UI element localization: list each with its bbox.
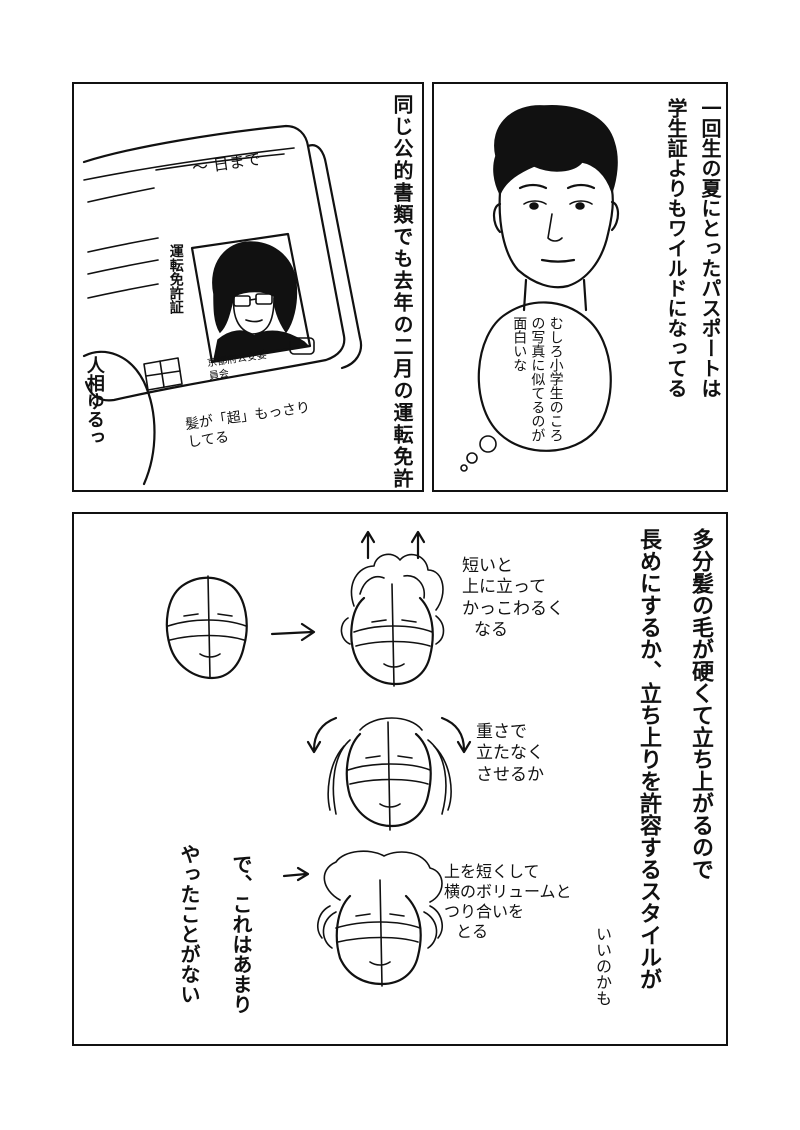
label-cut-line-1: 上を短くして: [444, 862, 540, 881]
panel-passport: 一回生の夏にとったパスポートは 学生証よりもワイルドになってる むしろ小学生のこ…: [432, 82, 728, 492]
main-text-line-3: いいのかも: [593, 926, 612, 1006]
label-short-line-1: 短いと: [462, 556, 513, 576]
panel-hairstyle: 多分髪の毛が硬くて立ち上がるので 長めにするか、立ち上りを許容するスタイルが い…: [72, 512, 728, 1046]
passport-caption-1: 一回生の夏にとったパスポートは: [698, 98, 722, 398]
license-card-drawing: [82, 124, 363, 486]
label-heavy-line-3: させるか: [476, 764, 544, 785]
footer-line-2: やったことがない: [177, 844, 201, 1004]
label-cut-line-4: とる: [456, 922, 489, 941]
label-heavy-hair: 重さで 立たなく させるか: [476, 722, 544, 786]
head-balanced-drawing: [282, 850, 443, 987]
thought-text: むしろ小学生のころの写真に似てるのが面白いな: [511, 316, 564, 442]
hairstyle-diagrams: [165, 530, 472, 987]
footer-line-1: で、これはあまり: [229, 854, 253, 1014]
license-caption: 同じ公的書類でも去年の二月の運転免許は: [390, 94, 414, 492]
head-long-drawing: [306, 716, 472, 831]
face-side-note: 人相ゆるっ: [83, 356, 105, 446]
card-title: 運転免許証: [167, 244, 184, 314]
label-cut-line-2: 横のボリュームと: [444, 882, 572, 901]
label-short-line-4: なる: [474, 619, 508, 640]
label-heavy-line-2: 立たなく: [476, 743, 544, 764]
label-cut-hair: 上を短くして 横のボリュームと つり合いを とる: [444, 862, 572, 942]
label-cut-line-3: つり合いを: [444, 902, 525, 921]
passport-face-drawing: [460, 105, 620, 472]
passport-caption-2: 学生証よりもワイルドになってる: [664, 98, 688, 398]
panel-license: 同じ公的書類でも去年の二月の運転免許は 〜 日まで 運転免許証 京都府公安委員会…: [72, 82, 424, 492]
label-short-line-3: かっこわるく: [462, 598, 564, 619]
label-short-line-2: 上に立って: [462, 577, 547, 598]
head-plain-drawing: [165, 575, 248, 680]
main-text-line-2: 長めにするか、立ち上りを許容するスタイルが: [636, 528, 661, 990]
head-spiky-drawing: [340, 530, 445, 687]
label-heavy-line-1: 重さで: [476, 722, 527, 742]
label-short-hair: 短いと 上に立って かっこわるく なる: [462, 556, 564, 641]
main-text-line-1: 多分髪の毛が硬くて立ち上がるので: [688, 528, 713, 880]
